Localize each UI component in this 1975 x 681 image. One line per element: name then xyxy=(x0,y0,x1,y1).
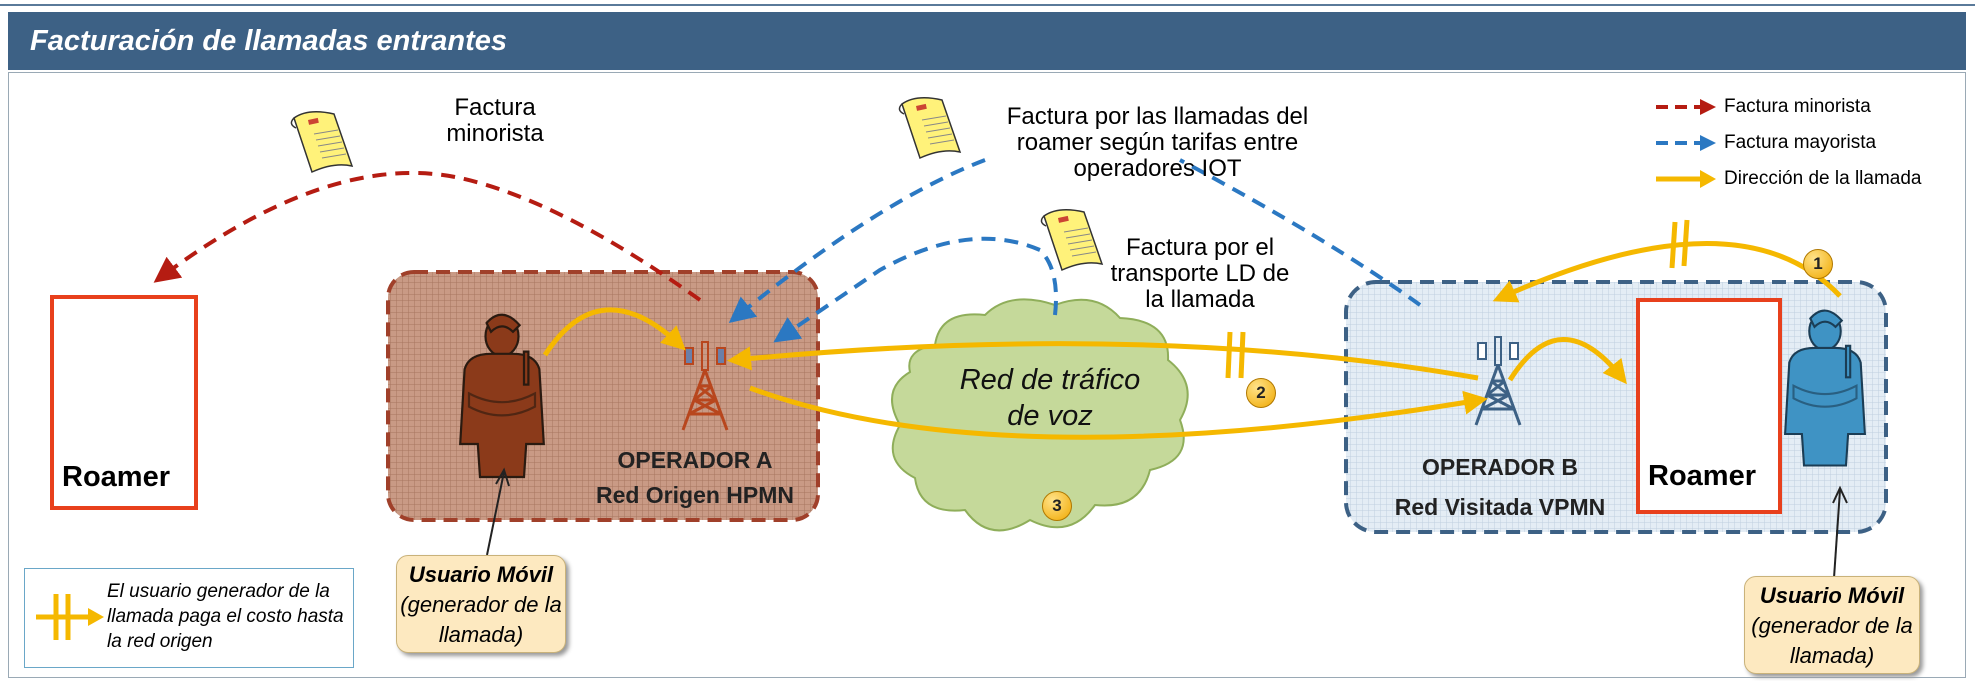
retail-bill-arrow xyxy=(153,171,702,302)
roamer-box-right: Roamer xyxy=(1636,298,1782,514)
user-a-pointer-line xyxy=(486,471,505,556)
step-3-badge: 3 xyxy=(1042,491,1072,521)
retail-bill-paper-icon xyxy=(290,111,353,173)
mobile-user-a-title: Usuario Móvil xyxy=(408,562,554,587)
mobile-user-b-subtitle: (generador de la llamada) xyxy=(1751,613,1913,668)
operator-a-network: Red Origen HPMN xyxy=(595,482,795,508)
voice-network-cloud xyxy=(891,298,1189,532)
voice-network-label: Red de tráfico de voz xyxy=(959,364,1141,432)
note-box: El usuario generador de la llamada paga … xyxy=(24,568,354,668)
operator-b-network: Red Visitada VPMN xyxy=(1394,494,1606,520)
ld-bill-label: Factura por el transporte LD de la llama… xyxy=(1110,234,1290,313)
mobile-user-a-subtitle: (generador de la llamada) xyxy=(400,592,562,647)
wholesale-iot-arrow-to-a xyxy=(728,158,986,324)
cut-mark-step2 xyxy=(1225,331,1246,379)
step-2-badge: 2 xyxy=(1246,378,1276,408)
legend-direction-label: Dirección de la llamada xyxy=(1724,168,1922,189)
wholesale-iot-arrow-from-b xyxy=(1179,158,1422,307)
note-text: El usuario generador de la llamada paga … xyxy=(107,581,344,652)
roamer-box-left: Roamer xyxy=(50,295,198,510)
call-arrow-tower-b-to-roamer xyxy=(1507,337,1627,385)
call-arrow-user-a-to-tower xyxy=(542,307,686,357)
title-bar: Facturación de llamadas entrantes xyxy=(8,12,1966,70)
legend-retail-label: Factura minorista xyxy=(1724,96,1871,117)
top-rule xyxy=(0,0,1975,6)
legend-wholesale-label: Factura mayorista xyxy=(1724,132,1877,153)
ld-bill-paper-icon xyxy=(1040,209,1103,271)
mobile-user-b-title: Usuario Móvil xyxy=(1759,583,1905,608)
operator-a-name: OPERADOR A xyxy=(617,447,773,473)
wholesale-ld-arrow xyxy=(773,236,1058,343)
operator-b-name: OPERADOR B xyxy=(1422,454,1578,480)
iot-bill-label: Factura por las llamadas del roamer segú… xyxy=(1006,103,1309,182)
mobile-user-box-a: Usuario Móvil (generador de la llamada) xyxy=(396,555,566,653)
mobile-user-box-b: Usuario Móvil (generador de la llamada) xyxy=(1744,576,1920,674)
iot-bill-paper-icon xyxy=(898,97,961,159)
cut-mark-step1 xyxy=(1669,219,1690,269)
note-cut-arrow-icon xyxy=(36,594,104,640)
roamer-left-label: Roamer xyxy=(62,461,170,493)
user-b-pointer-line xyxy=(1833,489,1841,579)
diagram-frame xyxy=(8,72,1966,678)
roamer-right-label: Roamer xyxy=(1648,460,1756,492)
page-title: Facturación de llamadas entrantes xyxy=(30,25,508,57)
call-arrow-step3 xyxy=(749,385,1488,440)
step-1-badge: 1 xyxy=(1803,249,1833,279)
retail-bill-label: Factura minorista xyxy=(446,94,544,147)
call-arrow-step2 xyxy=(727,341,1479,381)
